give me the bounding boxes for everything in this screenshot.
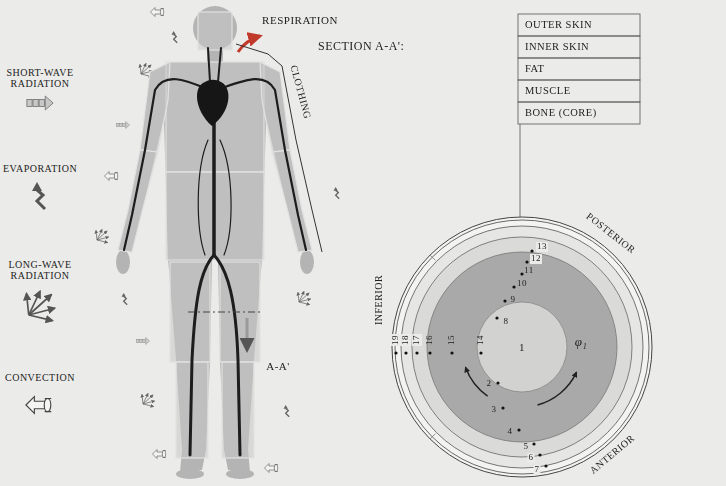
callout-number: 5 <box>524 442 529 452</box>
legend-entry: CONVECTION <box>1 372 79 383</box>
callout-number: 8 <box>504 317 509 327</box>
callout-number: 9 <box>511 295 516 305</box>
measure-point <box>394 351 397 354</box>
callout-number: 2 <box>487 379 492 389</box>
table-cell: OUTER SKIN <box>525 19 592 31</box>
measure-point <box>479 351 482 354</box>
callout-number: 4 <box>508 427 513 437</box>
measure-point <box>503 299 506 302</box>
table-cell: BONE (CORE) <box>525 107 597 119</box>
legend-text: CONVECTION <box>5 372 75 383</box>
callout-number: 16 <box>425 335 435 345</box>
measure-point <box>517 428 520 431</box>
section-title: SECTION A-A': <box>318 40 404 53</box>
table-cell: FAT <box>525 63 544 75</box>
callout-number: 15 <box>447 335 457 345</box>
measure-point <box>525 260 528 263</box>
callout-number: 18 <box>401 334 411 346</box>
callout-number: 7 <box>534 465 541 475</box>
callout-number: 10 <box>517 279 527 289</box>
direction-label: INFERIOR <box>373 275 384 325</box>
legend-entry: EVAPORATION <box>1 163 79 174</box>
callout-number: 3 <box>492 405 497 415</box>
process-label: RESPIRATION <box>262 14 338 26</box>
callout-number: 14 <box>476 335 486 345</box>
legend-entry: SHORT-WAVE RADIATION <box>1 67 79 89</box>
table-cell: INNER SKIN <box>525 41 589 53</box>
measure-point <box>512 285 515 288</box>
measure-point <box>428 351 431 354</box>
legend-text: SHORT-WAVE RADIATION <box>6 67 73 89</box>
callout-number: 1 <box>519 341 525 353</box>
legend-entry: LONG-WAVE RADIATION <box>1 259 79 281</box>
table-cell: MUSCLE <box>525 85 571 97</box>
measure-point <box>520 272 523 275</box>
measure-point <box>496 381 499 384</box>
callout-number: 17 <box>412 334 422 346</box>
measure-point <box>495 316 498 319</box>
angle-label: φ₁ <box>575 335 588 349</box>
callout-number: 19 <box>391 334 401 346</box>
legend-text: LONG-WAVE RADIATION <box>8 259 71 281</box>
measure-point <box>404 351 407 354</box>
section-label: A-A' <box>266 360 290 372</box>
measure-point <box>544 464 547 467</box>
callout-number: 6 <box>528 453 535 463</box>
measure-point <box>501 406 504 409</box>
callout-number: 12 <box>530 254 542 264</box>
callout-number: 11 <box>524 266 534 276</box>
measure-point <box>450 351 453 354</box>
callout-number: 13 <box>536 242 548 252</box>
measure-point <box>530 249 533 252</box>
legend-text: EVAPORATION <box>3 163 77 174</box>
measure-point <box>538 453 541 456</box>
measure-point <box>415 351 418 354</box>
measure-point <box>532 442 535 445</box>
layer-label: CLOTHING <box>289 64 314 120</box>
